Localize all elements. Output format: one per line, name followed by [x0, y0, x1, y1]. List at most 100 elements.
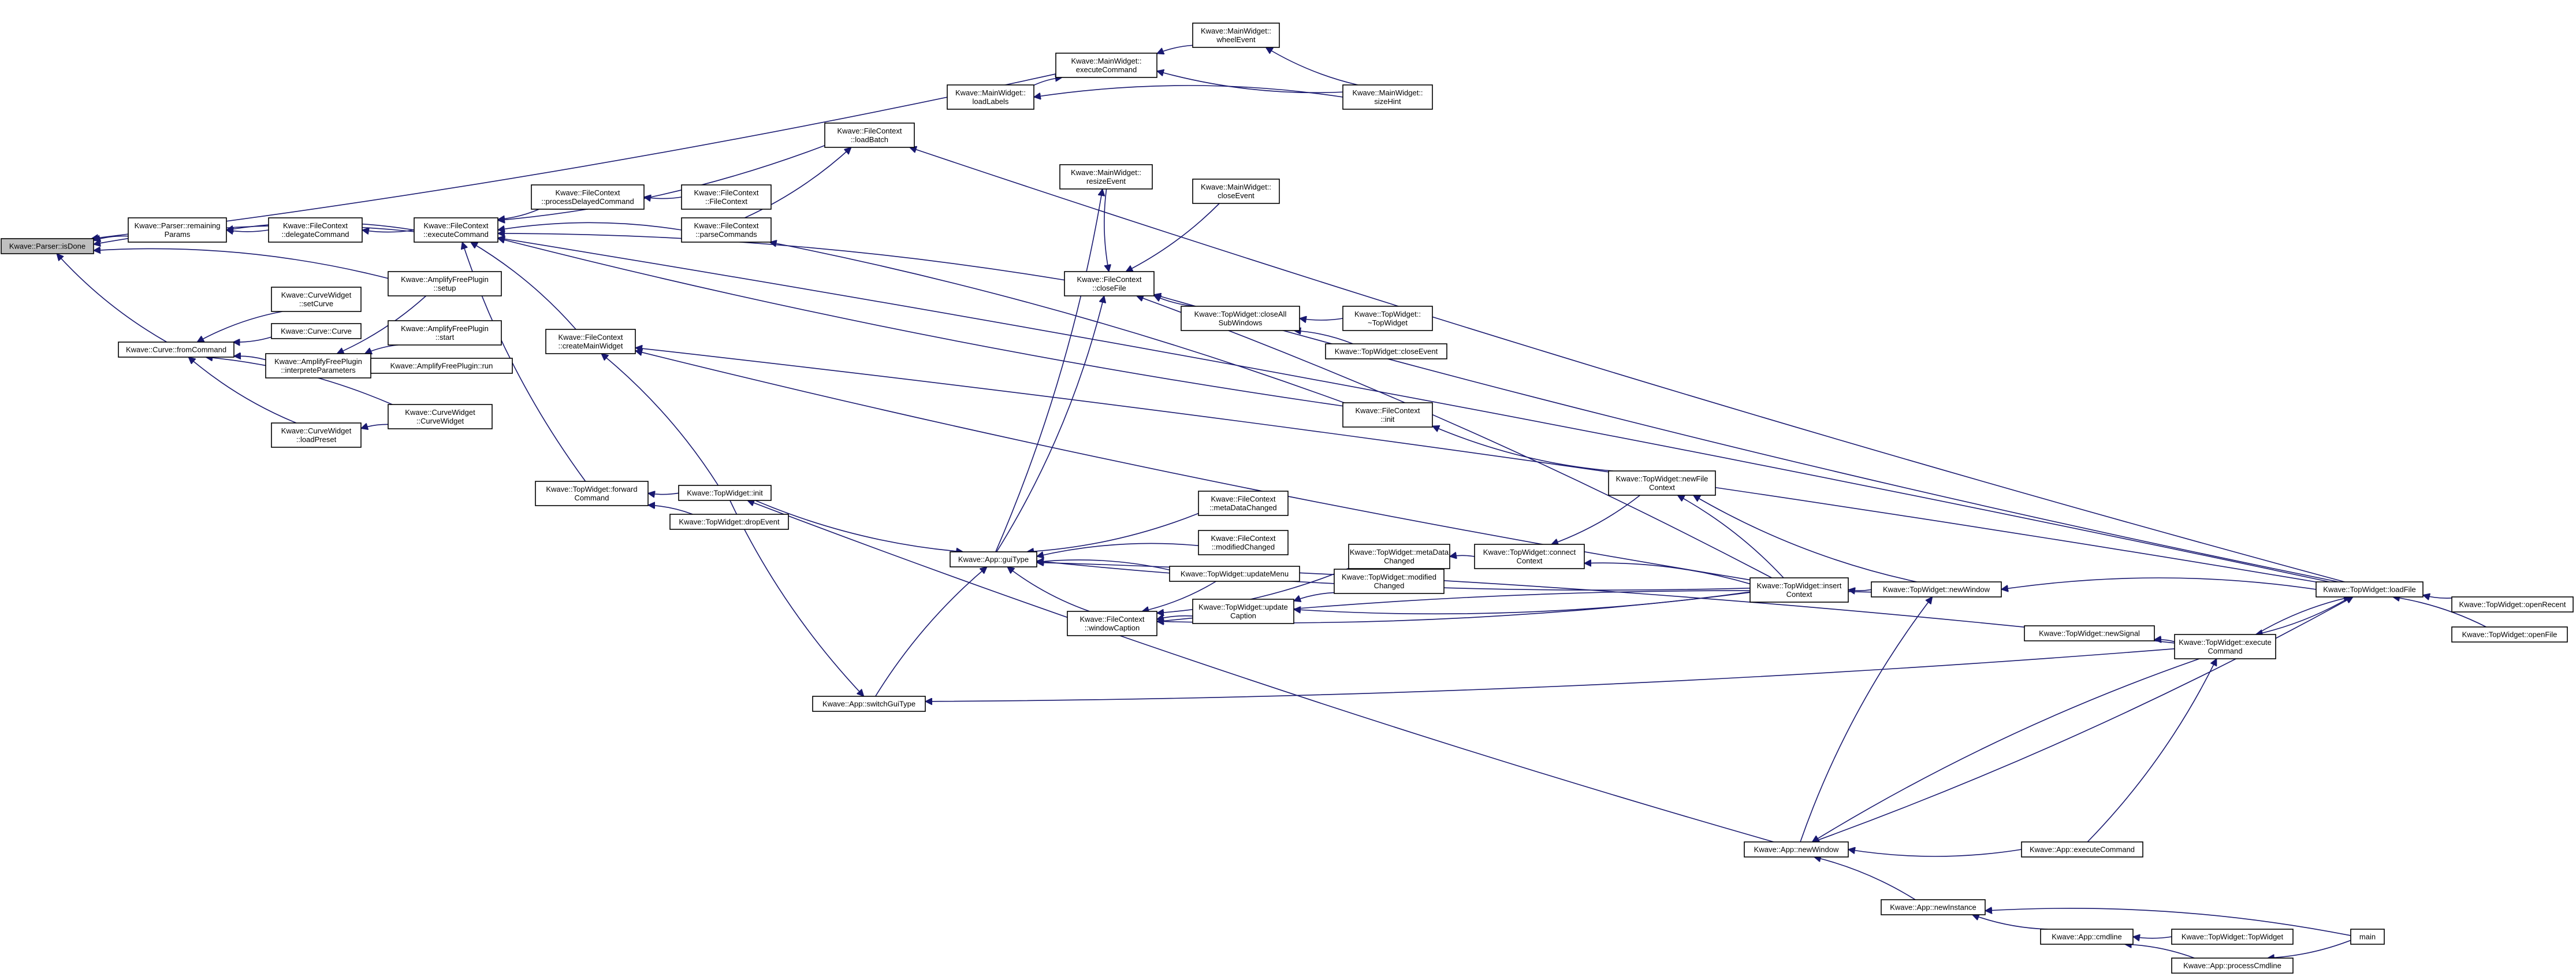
node-box[interactable]: [669, 514, 789, 530]
graph-node-fc-ctor[interactable]: Kwave::FileContext::FileContext: [681, 184, 772, 210]
graph-node-fc-loadbatch[interactable]: Kwave::FileContext::loadBatch: [824, 123, 915, 148]
node-box[interactable]: [1, 238, 94, 254]
node-box[interactable]: [128, 217, 227, 243]
graph-node-app-newinstance[interactable]: Kwave::App::newInstance: [1881, 899, 1986, 915]
node-box[interactable]: [2171, 929, 2294, 945]
graph-node-fc-execute[interactable]: Kwave::FileContext::executeCommand: [414, 217, 498, 243]
graph-node-afp-run[interactable]: Kwave::AmplifyFreePlugin::run: [370, 358, 513, 374]
node-box[interactable]: [2174, 634, 2276, 659]
graph-node-tw-dropevent[interactable]: Kwave::TopWidget::dropEvent: [669, 514, 789, 530]
graph-node-fc-windowcaption[interactable]: Kwave::FileContext::windowCaption: [1067, 611, 1157, 636]
graph-node-fc-parsecommands[interactable]: Kwave::FileContext::parseCommands: [681, 217, 772, 243]
node-box[interactable]: [1871, 581, 2002, 598]
graph-node-afp-interprete[interactable]: Kwave::AmplifyFreePlugin::interpretePara…: [265, 353, 371, 378]
node-box[interactable]: [1059, 164, 1153, 190]
graph-node-tw-openrecent[interactable]: Kwave::TopWidget::openRecent: [2451, 596, 2574, 613]
node-box[interactable]: [271, 422, 362, 448]
node-box[interactable]: [1192, 179, 1280, 204]
graph-node-afp-setup[interactable]: Kwave::AmplifyFreePlugin::setup: [388, 271, 502, 296]
graph-node-fc-closefile[interactable]: Kwave::FileContext::closeFile: [1064, 271, 1155, 296]
graph-node-main[interactable]: main: [2350, 929, 2385, 945]
node-box[interactable]: [1169, 566, 1300, 582]
node-box[interactable]: [118, 342, 234, 358]
graph-node-cw-setcurve[interactable]: Kwave::CurveWidget::setCurve: [271, 287, 362, 312]
node-box[interactable]: [388, 404, 493, 429]
node-box[interactable]: [1348, 544, 1450, 569]
graph-node-tw-metadata[interactable]: Kwave::TopWidget::metaDataChanged: [1348, 544, 1450, 569]
graph-node-curve-curve[interactable]: Kwave::Curve::Curve: [271, 323, 362, 339]
graph-node-tw-newsignal[interactable]: Kwave::TopWidget::newSignal: [2024, 625, 2155, 641]
node-box[interactable]: [1342, 402, 1433, 428]
graph-node-cw-ctor[interactable]: Kwave::CurveWidget::CurveWidget: [388, 404, 493, 429]
graph-node-app-executecmd[interactable]: Kwave::App::executeCommand: [2021, 841, 2143, 858]
node-box[interactable]: [947, 84, 1034, 110]
graph-node-tw-loadfile[interactable]: Kwave::TopWidget::loadFile: [2316, 581, 2424, 598]
node-box[interactable]: [388, 320, 502, 346]
graph-node-tw-ctor[interactable]: Kwave::TopWidget::TopWidget: [2171, 929, 2294, 945]
graph-node-fc-processdelayed[interactable]: Kwave::FileContext::processDelayedComman…: [531, 184, 645, 210]
graph-node-app-guitype[interactable]: Kwave::App::guiType: [950, 551, 1037, 567]
graph-node-app-newwindow[interactable]: Kwave::App::newWindow: [1744, 841, 1849, 858]
node-box[interactable]: [1744, 841, 1849, 858]
node-box[interactable]: [545, 329, 636, 354]
node-box[interactable]: [388, 271, 502, 296]
node-box[interactable]: [1608, 470, 1716, 496]
node-box[interactable]: [1181, 306, 1300, 331]
node-box[interactable]: [1474, 544, 1585, 569]
node-box[interactable]: [1067, 611, 1157, 636]
graph-node-tw-newwindow[interactable]: Kwave::TopWidget::newWindow: [1871, 581, 2002, 598]
graph-node-tw-openfile[interactable]: Kwave::TopWidget::openFile: [2451, 626, 2568, 643]
node-box[interactable]: [268, 217, 363, 243]
graph-node-cw-loadpreset[interactable]: Kwave::CurveWidget::loadPreset: [271, 422, 362, 448]
graph-node-app-cmdline[interactable]: Kwave::App::cmdline: [2040, 929, 2134, 945]
node-box[interactable]: [2350, 929, 2385, 945]
node-box[interactable]: [2040, 929, 2134, 945]
graph-node-fc-metadatachanged[interactable]: Kwave::FileContext::metaDataChanged: [1198, 491, 1289, 516]
node-box[interactable]: [2451, 626, 2568, 643]
graph-node-tw-dtor[interactable]: Kwave::TopWidget::~TopWidget: [1342, 306, 1433, 331]
graph-node-curve-fromcommand[interactable]: Kwave::Curve::fromCommand: [118, 342, 234, 358]
node-box[interactable]: [271, 323, 362, 339]
node-box[interactable]: [531, 184, 645, 210]
graph-node-tw-executecmd[interactable]: Kwave::TopWidget::executeCommand: [2174, 634, 2276, 659]
node-box[interactable]: [2024, 625, 2155, 641]
node-box[interactable]: [370, 358, 513, 374]
graph-node-mw-loadlabels[interactable]: Kwave::MainWidget::loadLabels: [947, 84, 1034, 110]
graph-node-afp-start[interactable]: Kwave::AmplifyFreePlugin::start: [388, 320, 502, 346]
node-box[interactable]: [1749, 577, 1849, 603]
graph-node-mw-resize[interactable]: Kwave::MainWidget::resizeEvent: [1059, 164, 1153, 190]
node-box[interactable]: [681, 184, 772, 210]
node-box[interactable]: [1198, 530, 1289, 555]
node-box[interactable]: [2171, 958, 2294, 974]
graph-node-parser-isdone[interactable]: Kwave::Parser::isDone: [1, 238, 94, 254]
node-box[interactable]: [950, 551, 1037, 567]
node-box[interactable]: [271, 287, 362, 312]
node-box[interactable]: [535, 481, 649, 506]
node-box[interactable]: [678, 485, 772, 501]
graph-node-mw-closeevent[interactable]: Kwave::MainWidget::closeEvent: [1192, 179, 1280, 204]
node-box[interactable]: [1342, 306, 1433, 331]
node-box[interactable]: [1055, 53, 1157, 78]
node-box[interactable]: [681, 217, 772, 243]
node-box[interactable]: [2451, 596, 2574, 613]
node-box[interactable]: [812, 696, 926, 712]
graph-node-tw-modified[interactable]: Kwave::TopWidget::modifiedChanged: [1334, 569, 1445, 594]
graph-node-fc-modifiedchanged[interactable]: Kwave::FileContext::modifiedChanged: [1198, 530, 1289, 555]
graph-node-tw-closeevent[interactable]: Kwave::TopWidget::closeEvent: [1325, 343, 1447, 359]
node-box[interactable]: [265, 353, 371, 378]
node-box[interactable]: [1334, 569, 1445, 594]
graph-node-fc-init[interactable]: Kwave::FileContext::init: [1342, 402, 1433, 428]
graph-node-tw-updatemenu[interactable]: Kwave::TopWidget::updateMenu: [1169, 566, 1300, 582]
graph-node-fc-delegate[interactable]: Kwave::FileContext::delegateCommand: [268, 217, 363, 243]
graph-node-app-switchgui[interactable]: Kwave::App::switchGuiType: [812, 696, 926, 712]
node-box[interactable]: [2316, 581, 2424, 598]
graph-node-mw-sizehint[interactable]: Kwave::MainWidget::sizeHint: [1342, 84, 1433, 110]
node-box[interactable]: [1198, 491, 1289, 516]
